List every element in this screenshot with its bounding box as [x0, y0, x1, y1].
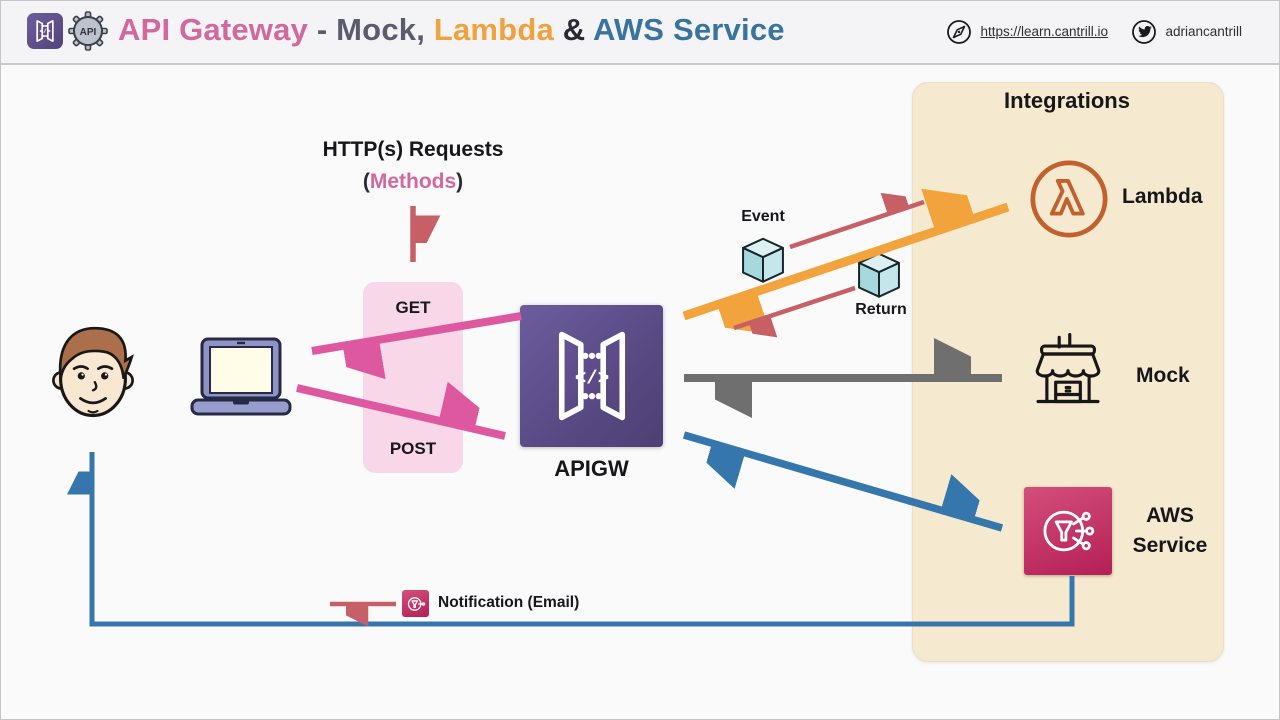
event-cube-icon: [742, 237, 784, 283]
page-title: API Gateway - Mock, Lambda & AWS Service: [118, 12, 785, 48]
api-gateway-mini-glyph: </>: [36, 20, 54, 42]
http-requests-title: HTTP(s) Requests: [322, 138, 504, 161]
mock-store-icon: [1035, 333, 1101, 404]
title-api-gateway: API Gateway: [118, 12, 317, 47]
integrations-title: Integrations: [1004, 88, 1130, 113]
twitter-group: adriancantrill: [1131, 0, 1242, 63]
get-label: GET: [395, 298, 431, 317]
mock-label: Mock: [1136, 364, 1190, 387]
title-lambda: Lambda: [433, 12, 563, 47]
aws-service-label: AWS Service: [1132, 504, 1208, 557]
methods-open-paren: (: [362, 169, 370, 193]
person-icon: [52, 326, 134, 418]
event-arrow: [789, 202, 925, 250]
http-requests-label: HTTP(s) Requests (Methods): [290, 134, 536, 197]
site-link-group: https://learn.cantrill.io: [946, 0, 1108, 63]
methods-close-paren: ): [456, 169, 464, 193]
post-label: POST: [389, 439, 437, 458]
site-link[interactable]: https://learn.cantrill.io: [980, 24, 1108, 39]
lambda-icon: [1030, 160, 1108, 238]
notification-label: Notification (Email): [438, 594, 580, 611]
title-aws-service: AWS Service: [592, 12, 785, 47]
laptop-icon: [190, 337, 292, 416]
aws-service-icon: [1024, 487, 1112, 575]
apigw-glyph: </>: [558, 331, 625, 421]
apigw-glyph-text: </>: [574, 367, 608, 389]
svg-text:</>: </>: [39, 28, 50, 35]
gear-api-text: API: [80, 27, 97, 38]
return-cube-icon: [858, 252, 900, 298]
return-label: Return: [855, 301, 907, 318]
methods-word: Methods: [369, 169, 457, 193]
header-bar: </> API API Gateway - Mock, Lambda: [0, 0, 1280, 65]
apigw-icon: </>: [520, 305, 663, 447]
methods-subtitle: (Methods): [290, 166, 536, 198]
api-gear-icon: API: [68, 11, 108, 51]
event-label: Event: [741, 208, 785, 225]
return-arrow: [733, 285, 856, 328]
title-amp: &: [562, 12, 593, 47]
sns-glyph: [1043, 510, 1095, 552]
notification-sns-icon: [402, 590, 429, 617]
twitter-icon: [1132, 19, 1157, 44]
methods-box: GET POST: [363, 282, 463, 473]
apigw-label: APIGW: [554, 456, 629, 481]
title-mock: - Mock,: [316, 12, 434, 47]
lambda-label: Lambda: [1122, 185, 1203, 208]
api-gateway-logo-icon: </>: [27, 13, 63, 49]
compass-icon: [947, 19, 972, 44]
twitter-handle[interactable]: adriancantrill: [1165, 24, 1242, 39]
